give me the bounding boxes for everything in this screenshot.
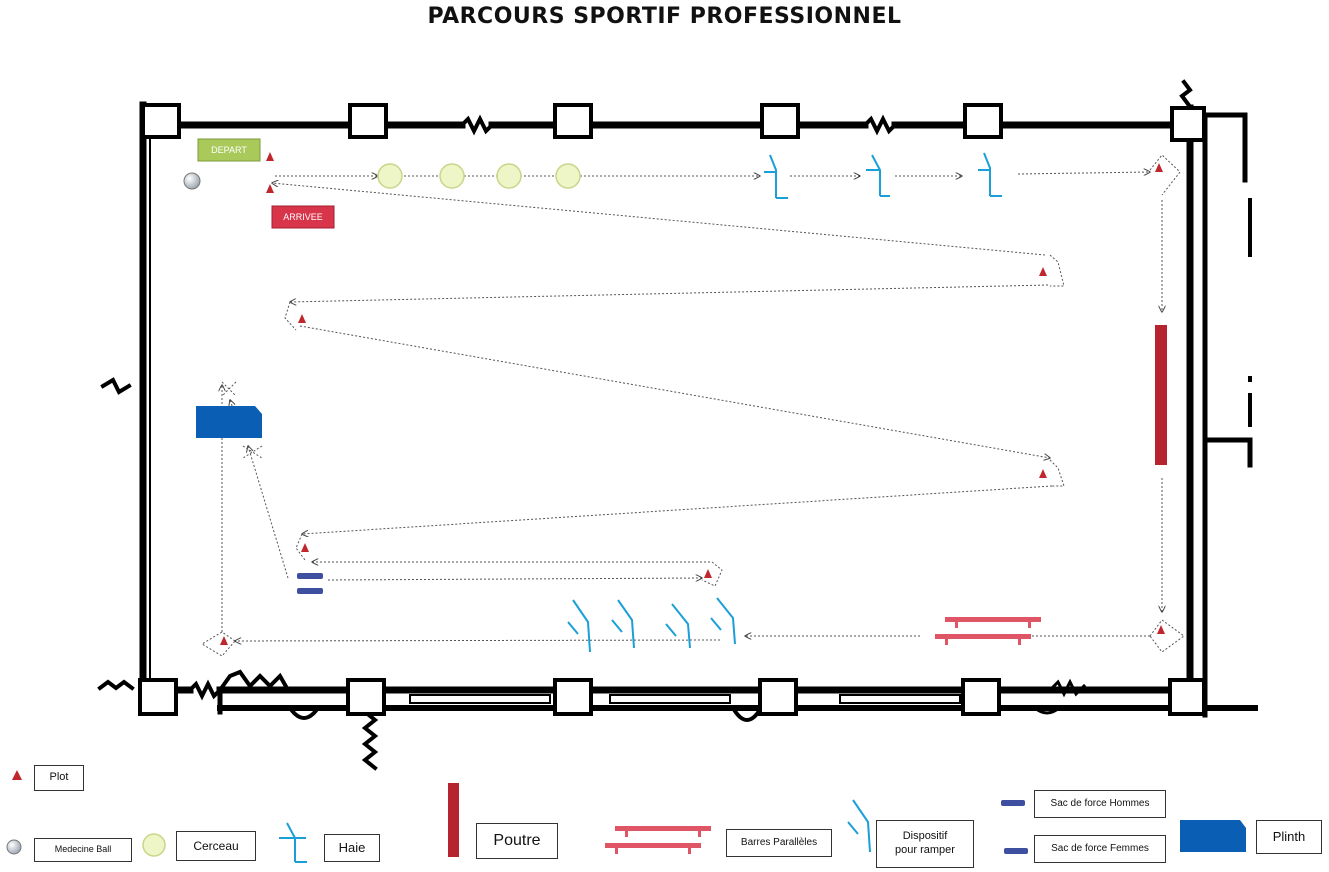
haie <box>978 152 1002 197</box>
course-path <box>222 172 1162 641</box>
plot-cone <box>1039 267 1047 276</box>
legend-sac-femmes-label: Sac de force Femmes <box>1034 835 1166 863</box>
legend-sac-hommes-icon <box>1001 800 1025 806</box>
building-pillars <box>138 103 1206 716</box>
sac-de-force-femmes <box>297 588 323 594</box>
cerceau <box>377 163 403 189</box>
path-turns <box>201 154 1185 657</box>
legend-haie-label: Haie <box>324 834 380 862</box>
dispositifs-ramper <box>567 597 736 653</box>
plot-cone <box>220 636 228 645</box>
plot-cone <box>1157 625 1165 634</box>
legend-dispositif-icon <box>847 799 871 853</box>
legend-sac-femmes-icon <box>1004 848 1028 854</box>
legend-medecine-ball-label: Medecine Ball <box>34 838 132 862</box>
plot-cone <box>1155 163 1163 172</box>
plot-cone <box>266 184 274 193</box>
cerceau <box>496 163 522 189</box>
plot-cones <box>220 152 1165 645</box>
legend-cerceau-label: Cerceau <box>176 831 256 861</box>
plot-cone <box>301 543 309 552</box>
dispositif-ramper <box>710 597 736 645</box>
legend-poutre-icon <box>448 783 459 857</box>
legend-plinth-icon <box>1180 820 1246 852</box>
plinth-box <box>196 406 262 438</box>
haies <box>764 152 1002 199</box>
plot-cone <box>704 569 712 578</box>
legend-symbols <box>6 770 1246 863</box>
legend-dispositif-line1: Dispositif <box>902 830 948 843</box>
legend-dispositif-label: Dispositif pour ramper <box>876 820 974 868</box>
cerceaux <box>377 163 581 189</box>
legend-poutre-label: Poutre <box>476 823 558 859</box>
legend-dispositif-line2: pour ramper <box>895 844 955 856</box>
plot-cone <box>1039 469 1047 478</box>
haie <box>764 154 788 199</box>
dispositif-ramper <box>611 599 635 649</box>
medecine-ball <box>183 172 201 190</box>
legend-cerceau-icon <box>142 833 166 857</box>
legend-medecine-ball-icon <box>6 839 22 855</box>
legend-barres-label: Barres Parallèles <box>726 829 832 857</box>
cerceau <box>439 163 465 189</box>
arrivee-box <box>271 205 335 229</box>
sac-de-force-hommes <box>297 573 323 579</box>
legend-haie-icon <box>279 822 307 863</box>
dispositif-ramper <box>567 599 591 653</box>
legend-plot-icon <box>12 770 22 780</box>
haie <box>866 154 890 197</box>
poutre-beam <box>1155 325 1167 465</box>
dispositif-ramper <box>665 603 691 649</box>
depart-label: DEPART <box>211 145 247 155</box>
legend-barres-icon <box>605 826 711 854</box>
legend-sac-hommes-label: Sac de force Hommes <box>1034 790 1166 818</box>
legend-plinth-label: Plinth <box>1256 820 1322 854</box>
barres-paralleles <box>935 617 1041 645</box>
cerceau <box>555 163 581 189</box>
legend-plot-label: Plot <box>34 765 84 791</box>
building-walls <box>97 79 1258 771</box>
plot-cone <box>298 314 306 323</box>
page-title: PARCOURS SPORTIF PROFESSIONNEL <box>427 4 902 29</box>
depart-box <box>197 138 261 162</box>
plot-cone <box>266 152 274 161</box>
arrivee-label: ARRIVEE <box>283 212 323 222</box>
